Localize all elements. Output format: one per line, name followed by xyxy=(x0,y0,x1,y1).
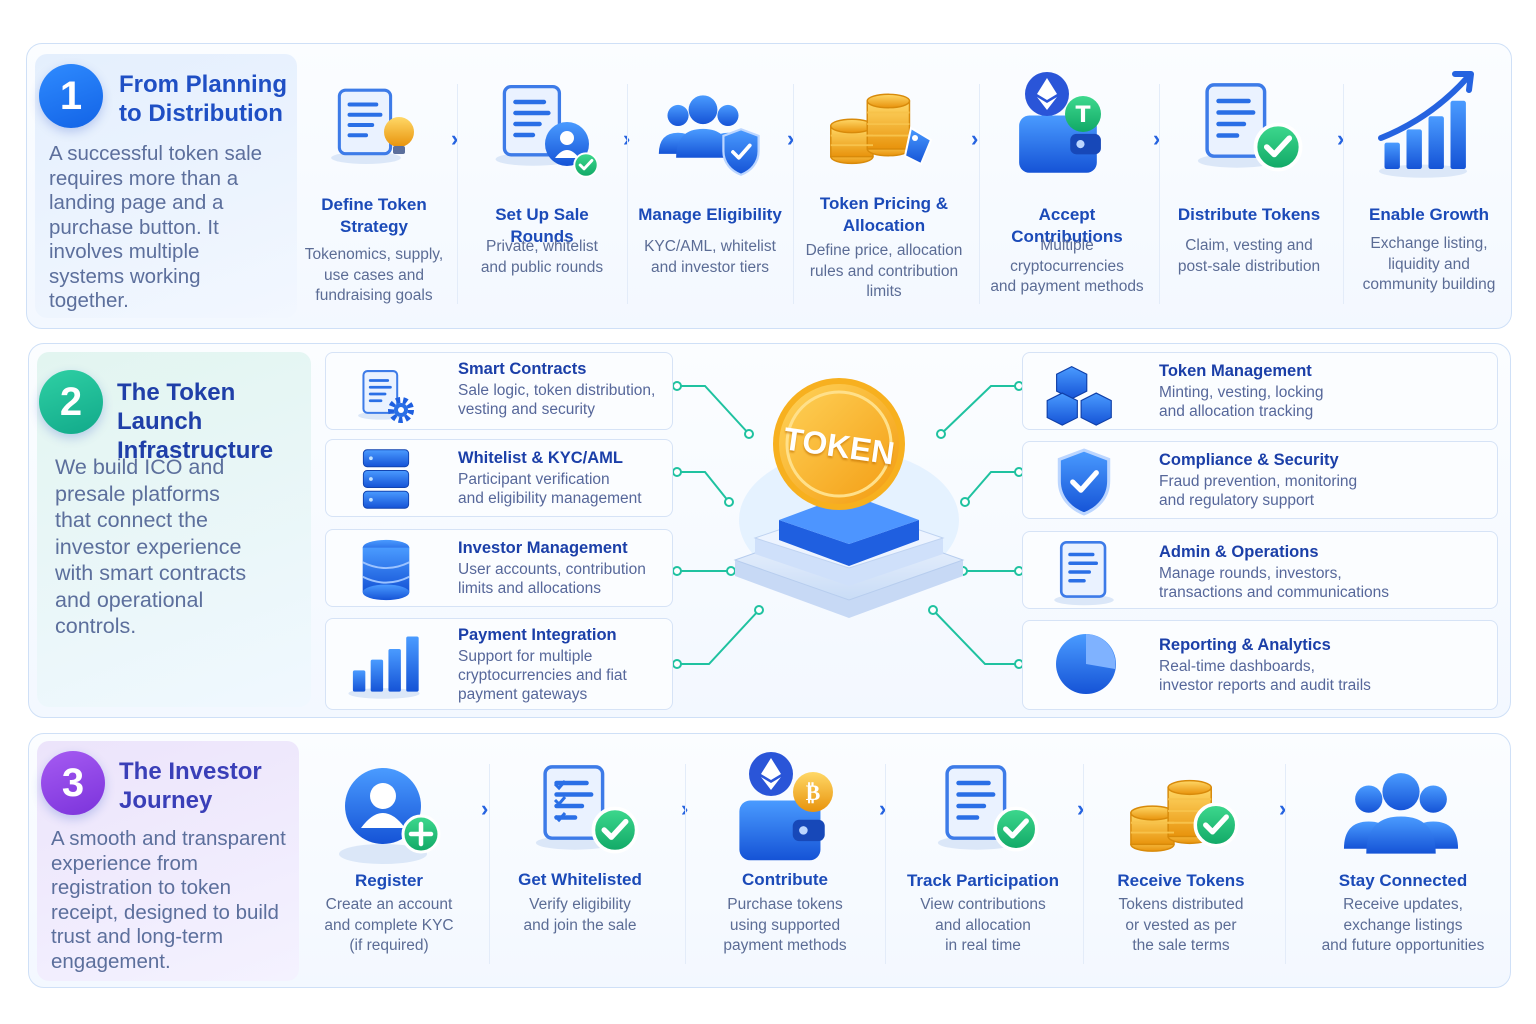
wallet-crypto-icon: T xyxy=(1013,70,1119,186)
growth-chart-icon xyxy=(1371,68,1481,180)
section2-title: The Token Launch Infrastructure xyxy=(117,379,274,464)
document-list-icon xyxy=(1049,536,1119,608)
section3-title: The Investor Journey xyxy=(119,758,262,814)
document-gear-icon xyxy=(354,365,418,425)
card-token-management: Token Management Minting, vesting, locki… xyxy=(1022,352,1498,430)
section1-intro-panel: 1 From Planning to Distribution A succes… xyxy=(35,54,297,318)
card-reporting-analytics: Reporting & Analytics Real-time dashboar… xyxy=(1022,620,1498,710)
connector-lines xyxy=(672,381,1024,669)
step-stay-connected: Stay Connected Receive updates,exchange … xyxy=(1305,734,1501,989)
svg-text:₿: ₿ xyxy=(806,781,821,806)
pie-chart-icon xyxy=(1051,629,1121,699)
coins-check-icon xyxy=(1125,760,1243,870)
step-accept-contributions: T Accept Contributions Multiple cryptocu… xyxy=(983,44,1151,330)
card-admin-operations: Admin & Operations Manage rounds, invest… xyxy=(1022,531,1498,609)
section1-title: From Planning to Distribution xyxy=(119,71,287,127)
section-planning: 1 From Planning to Distribution A succes… xyxy=(26,43,1512,329)
chevron-right-icon: › xyxy=(451,126,459,151)
section1-number-badge: 1 xyxy=(39,64,103,128)
user-add-icon xyxy=(333,758,445,870)
card-payment-integration: Payment Integration Support for multiple… xyxy=(325,618,673,710)
chevron-right-icon: › xyxy=(1153,126,1161,151)
shield-check-icon xyxy=(1053,446,1115,518)
chevron-right-icon: › xyxy=(1337,126,1345,151)
document-check-icon xyxy=(1191,78,1303,186)
server-icon xyxy=(354,446,418,512)
chevron-right-icon: › xyxy=(1279,796,1287,821)
document-check-icon xyxy=(931,756,1041,870)
checklist-check-icon xyxy=(529,756,639,870)
chevron-right-icon: › xyxy=(971,126,979,151)
section3-intro-panel: 3 The Investor Journey A smooth and tran… xyxy=(37,741,299,981)
document-lightbulb-icon xyxy=(325,78,423,176)
card-investor-management: Investor Management User accounts, contr… xyxy=(325,529,673,607)
card-compliance-security: Compliance & Security Fraud prevention, … xyxy=(1022,441,1498,519)
coins-price-tag-icon xyxy=(825,76,941,184)
section2-description: We build ICO and presale platforms that … xyxy=(55,455,247,638)
section2-intro-panel: 2 The Token Launch Infrastructure We bui… xyxy=(37,352,311,707)
chevron-right-icon: › xyxy=(879,796,887,821)
cubes-icon xyxy=(1043,361,1123,427)
section-investor-journey: 3 The Investor Journey A smooth and tran… xyxy=(28,733,1511,988)
step-enable-growth: Enable Growth Exchange listing,liquidity… xyxy=(1347,44,1511,330)
card-smart-contracts: Smart Contracts Sale logic, token distri… xyxy=(325,352,673,430)
users-shield-icon xyxy=(655,84,767,184)
section-infrastructure: 2 The Token Launch Infrastructure We bui… xyxy=(28,343,1511,718)
chevron-right-icon: › xyxy=(623,126,630,152)
chevron-right-icon: › xyxy=(681,796,688,822)
section3-number-badge: 3 xyxy=(41,751,105,815)
section3-description: A smooth and transparent experience from… xyxy=(51,827,286,973)
card-whitelist-kyc: Whitelist & KYC/AML Participant verifica… xyxy=(325,439,673,517)
chevron-right-icon: › xyxy=(1077,796,1085,821)
section1-description: A successful token sale requires more th… xyxy=(49,142,263,312)
users-group-icon xyxy=(1339,764,1463,864)
section2-number-badge: 2 xyxy=(39,370,103,434)
bar-chart-icon xyxy=(344,625,424,705)
wallet-crypto-icon: ₿ xyxy=(733,748,845,872)
token-platform: TOKEN xyxy=(725,370,973,650)
database-icon xyxy=(356,536,416,604)
chevron-right-icon: › xyxy=(481,796,489,821)
svg-text:T: T xyxy=(1075,103,1090,128)
chevron-right-icon: › xyxy=(787,126,795,151)
step-token-pricing-allocation: Token Pricing &Allocation Define price, … xyxy=(801,44,967,330)
document-user-check-icon xyxy=(489,78,599,186)
